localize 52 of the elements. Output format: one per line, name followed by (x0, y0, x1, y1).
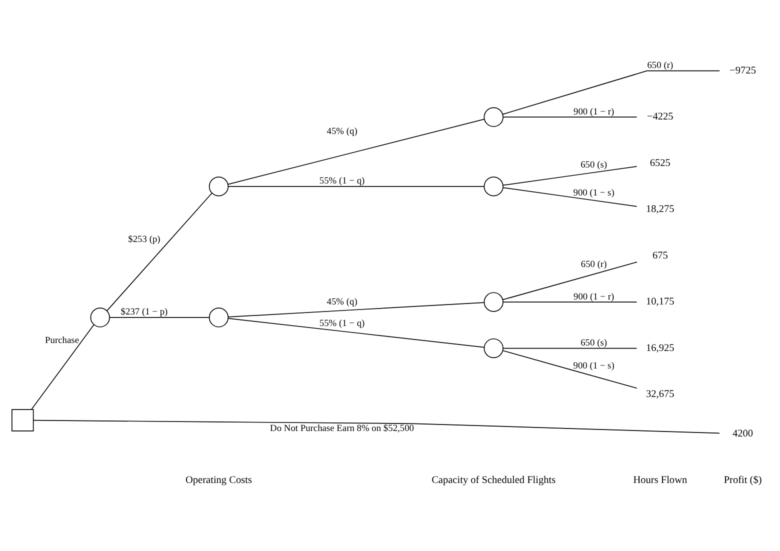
connector (502, 116, 638, 118)
node-text: 16,925 (646, 342, 674, 354)
connector (228, 186, 485, 187)
connector (502, 348, 638, 349)
edge-label: $237 (1 − p) (120, 308, 168, 318)
node-text: 4200 (732, 428, 754, 440)
edge-label: 900 (1 − r) (574, 107, 614, 118)
edge-label: 55% (1 − q) (319, 176, 365, 187)
node-text: 6525 (650, 158, 670, 169)
edge-label: 45% (q) (326, 127, 358, 138)
connector (228, 318, 485, 348)
node-text: 18,275 (646, 204, 674, 216)
label: Profit ($) (724, 474, 762, 486)
edge-label: 650 (r) (647, 61, 674, 72)
node-circle (484, 292, 504, 312)
connector (33, 420, 720, 434)
connector (502, 166, 638, 186)
edge-label: 900 (1 − s) (573, 188, 614, 199)
node-text: 10,175 (646, 296, 674, 308)
node-circle (484, 338, 504, 358)
connector (106, 192, 212, 312)
node-circle (208, 308, 229, 328)
connector (228, 302, 485, 318)
connector (31, 324, 94, 410)
label: Operating Costs (186, 474, 252, 486)
edge-label: Do Not Purchase Earn 8% on $52,500 (270, 424, 414, 434)
node-text: 32,675 (646, 389, 674, 400)
node-circle (484, 107, 504, 127)
node-box (12, 409, 34, 432)
edge-label: Purchase (45, 336, 80, 346)
label: Capacity of Scheduled Flights (432, 474, 556, 486)
edge-label: 45% (q) (326, 297, 358, 308)
edge-label: 650 (s) (580, 160, 607, 170)
connector (228, 118, 485, 185)
connector (502, 350, 638, 389)
node-circle (208, 176, 229, 196)
node-text: −9725 (730, 65, 756, 76)
connector (502, 262, 638, 300)
connector (502, 70, 720, 115)
node-circle (90, 308, 110, 328)
node-circle (484, 176, 504, 196)
node-text: −4225 (647, 112, 674, 123)
label: Hours Flown (633, 474, 688, 486)
node-text: 675 (652, 250, 668, 262)
edge-label: 650 (s) (580, 338, 607, 349)
edge-label: 55% (1 − q) (319, 318, 365, 329)
edge-label: 900 (1 − r) (574, 292, 614, 302)
connector (502, 187, 638, 207)
edge-label: 900 (1 − s) (573, 362, 614, 372)
edge-label: $253 (p) (128, 234, 160, 245)
edge-label: 650 (r) (580, 260, 607, 270)
connector (109, 317, 210, 318)
